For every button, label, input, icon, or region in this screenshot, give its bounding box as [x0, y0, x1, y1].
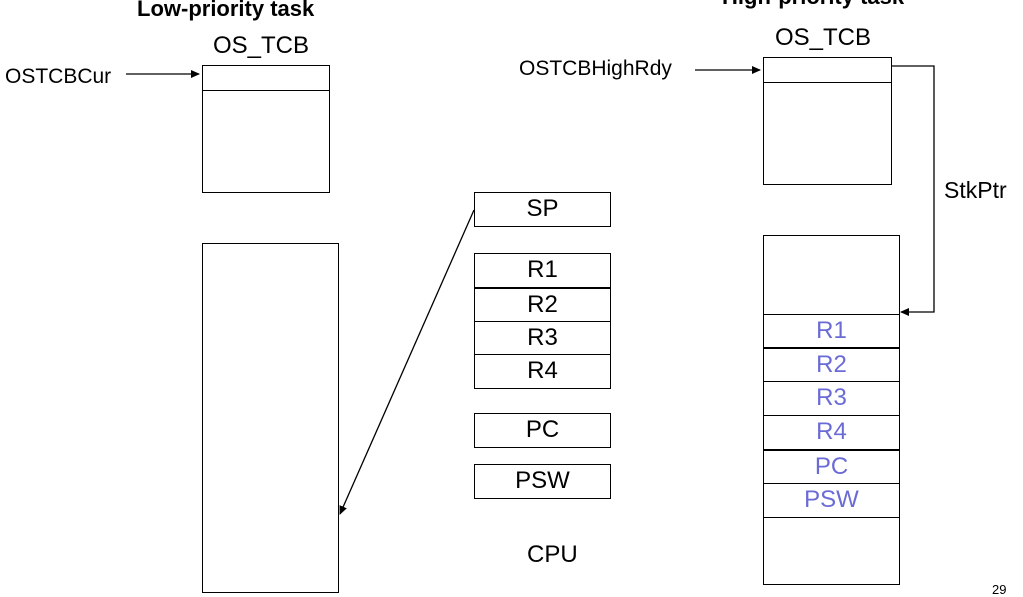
page-number: 29	[992, 582, 1007, 597]
cpu-label: CPU	[527, 541, 578, 568]
low-tcb-label: OS_TCB	[213, 32, 310, 59]
ostcbcur-label: OSTCBCur	[5, 65, 112, 88]
low-tcb-divider	[202, 90, 330, 91]
cpu-register-pc: PC	[474, 413, 611, 448]
sp-arrow	[339, 209, 475, 515]
high-task-stack: R1 R2 R3 R4 PC PSW	[763, 235, 900, 585]
cpu-register-r3: R3	[474, 321, 611, 356]
cpu-register-r4: R4	[474, 354, 611, 389]
low-task-stack	[202, 243, 339, 593]
high-priority-title: High-priority task	[722, 0, 904, 10]
stack-entry-r3: R3	[764, 381, 899, 415]
high-tcb-divider	[763, 82, 892, 83]
stack-entry-pc: PC	[764, 449, 899, 483]
stack-entry-psw: PSW	[764, 483, 899, 517]
stack-entry-r1: R1	[764, 314, 899, 347]
stack-entry-bottom-divider	[764, 517, 899, 518]
ostcbhighrdy-label: OSTCBHighRdy	[519, 57, 672, 80]
cpu-register-sp: SP	[474, 192, 611, 227]
high-tcb-box	[763, 57, 892, 185]
low-priority-title: Low-priority task	[137, 0, 315, 21]
stack-entry-r4: R4	[764, 415, 899, 449]
stkptr-label: StkPtr	[944, 177, 1007, 203]
cpu-register-psw: PSW	[474, 464, 611, 499]
high-tcb-label: OS_TCB	[775, 24, 872, 51]
stack-entry-r2: R2	[764, 347, 899, 380]
stkptr-arrow	[892, 65, 935, 316]
low-tcb-box	[202, 65, 330, 193]
